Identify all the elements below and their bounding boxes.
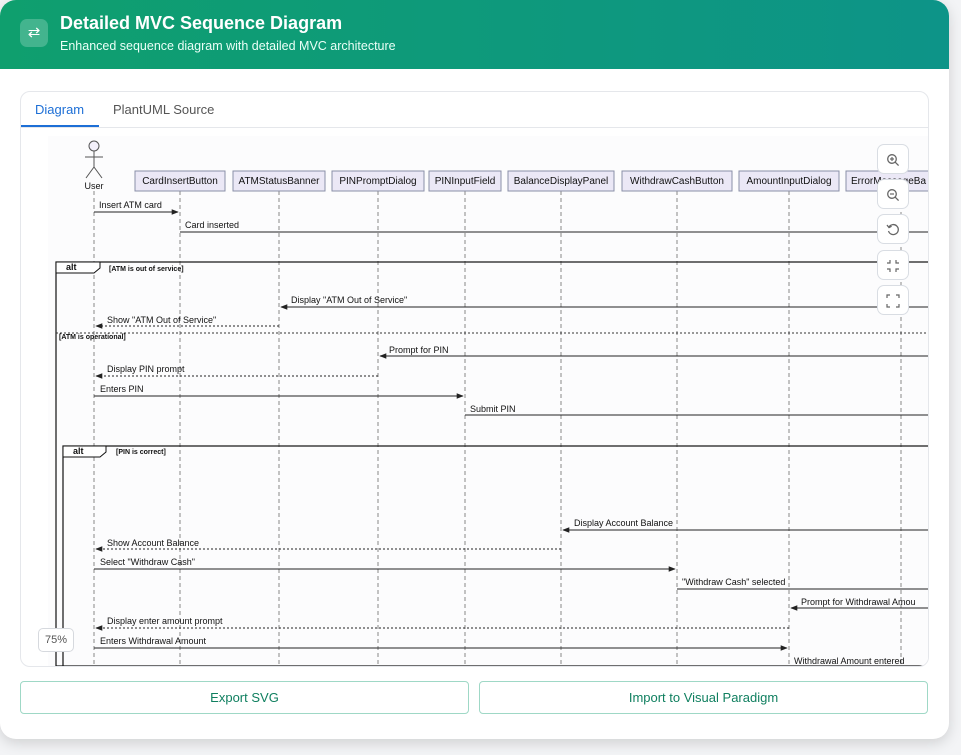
participant-atm-status-banner: ATMStatusBanner <box>239 176 321 187</box>
message-withdraw-cash-selected: "Withdraw Cash" selected <box>682 577 785 587</box>
diagram-canvas[interactable]: User CardInsertButton ATMStatusBanner PI… <box>48 136 928 666</box>
participant-card-insert-button: CardInsertButton <box>142 176 218 187</box>
message-show-account-balance: Show Account Balance <box>107 538 199 548</box>
message-select-withdraw-cash: Select "Withdraw Cash" <box>100 557 195 567</box>
fit-icon <box>887 260 899 273</box>
message-show-atm-out-of-service: Show "ATM Out of Service" <box>107 315 216 325</box>
app-card: ⇄ Detailed MVC Sequence Diagram Enhanced… <box>0 0 949 739</box>
message-card-inserted: Card inserted <box>185 220 239 230</box>
participant-balance-display-panel: BalanceDisplayPanel <box>514 176 609 187</box>
alt1-label: alt <box>66 262 77 272</box>
alt1-else-guard: [ATM is operational] <box>59 334 126 341</box>
zoom-out-icon <box>887 189 900 202</box>
message-display-account-balance: Display Account Balance <box>574 518 673 528</box>
export-svg-button[interactable]: Export SVG <box>20 681 469 714</box>
participant-amount-input-dialog: AmountInputDialog <box>746 176 831 187</box>
tab-diagram[interactable]: Diagram <box>35 102 85 117</box>
page-subtitle: Enhanced sequence diagram with detailed … <box>60 39 396 53</box>
alt-fragment-atm-status: alt [ATM is out of service] [ATM is oper… <box>55 261 928 666</box>
message-display-enter-amount-prompt: Display enter amount prompt <box>107 616 223 626</box>
message-enters-pin: Enters PIN <box>100 384 144 394</box>
message-display-atm-out-of-service: Display "ATM Out of Service" <box>291 295 407 305</box>
swap-arrows-icon: ⇄ <box>20 19 48 47</box>
participant-pin-prompt-dialog: PINPromptDialog <box>339 176 416 187</box>
sequence-diagram: User CardInsertButton ATMStatusBanner PI… <box>55 140 928 666</box>
message-enters-withdrawal-amount: Enters Withdrawal Amount <box>100 636 207 646</box>
message-submit-pin: Submit PIN <box>470 404 516 414</box>
zoom-level-indicator: 75% <box>38 628 74 652</box>
alt2-guard: [PIN is correct] <box>116 449 166 456</box>
fit-button[interactable] <box>877 250 909 280</box>
message-insert-atm-card: Insert ATM card <box>99 200 162 210</box>
participant-pin-input-field: PINInputField <box>435 176 496 187</box>
fullscreen-icon <box>886 294 900 308</box>
import-visual-paradigm-button[interactable]: Import to Visual Paradigm <box>479 681 928 714</box>
alt1-guard: [ATM is out of service] <box>109 266 184 273</box>
message-display-pin-prompt: Display PIN prompt <box>107 364 185 374</box>
tab-plantuml-source[interactable]: PlantUML Source <box>113 102 215 117</box>
tab-bar: Diagram PlantUML Source <box>21 92 928 128</box>
fullscreen-button[interactable] <box>877 285 909 315</box>
diagram-panel: Diagram PlantUML Source <box>20 91 929 667</box>
zoom-in-button[interactable] <box>877 144 909 174</box>
message-withdrawal-amount-entered: Withdrawal Amount entered <box>794 656 905 666</box>
actor-label: User <box>84 181 103 191</box>
participant-withdraw-cash-button: WithdrawCashButton <box>630 176 724 187</box>
zoom-out-button[interactable] <box>877 179 909 209</box>
reset-button[interactable] <box>877 214 909 244</box>
alt-fragment-pin: alt [PIN is correct] <box>62 445 928 666</box>
actor-user: User <box>84 140 104 191</box>
message-prompt-for-withdrawal-amount: Prompt for Withdrawal Amou <box>801 597 916 607</box>
page-title: Detailed MVC Sequence Diagram <box>60 13 343 33</box>
alt2-label: alt <box>73 446 84 456</box>
zoom-in-icon <box>887 154 900 167</box>
header-bar: ⇄ Detailed MVC Sequence Diagram Enhanced… <box>0 0 949 69</box>
active-tab-indicator <box>21 125 99 127</box>
reset-icon <box>886 224 899 236</box>
message-prompt-for-pin: Prompt for PIN <box>389 345 449 355</box>
